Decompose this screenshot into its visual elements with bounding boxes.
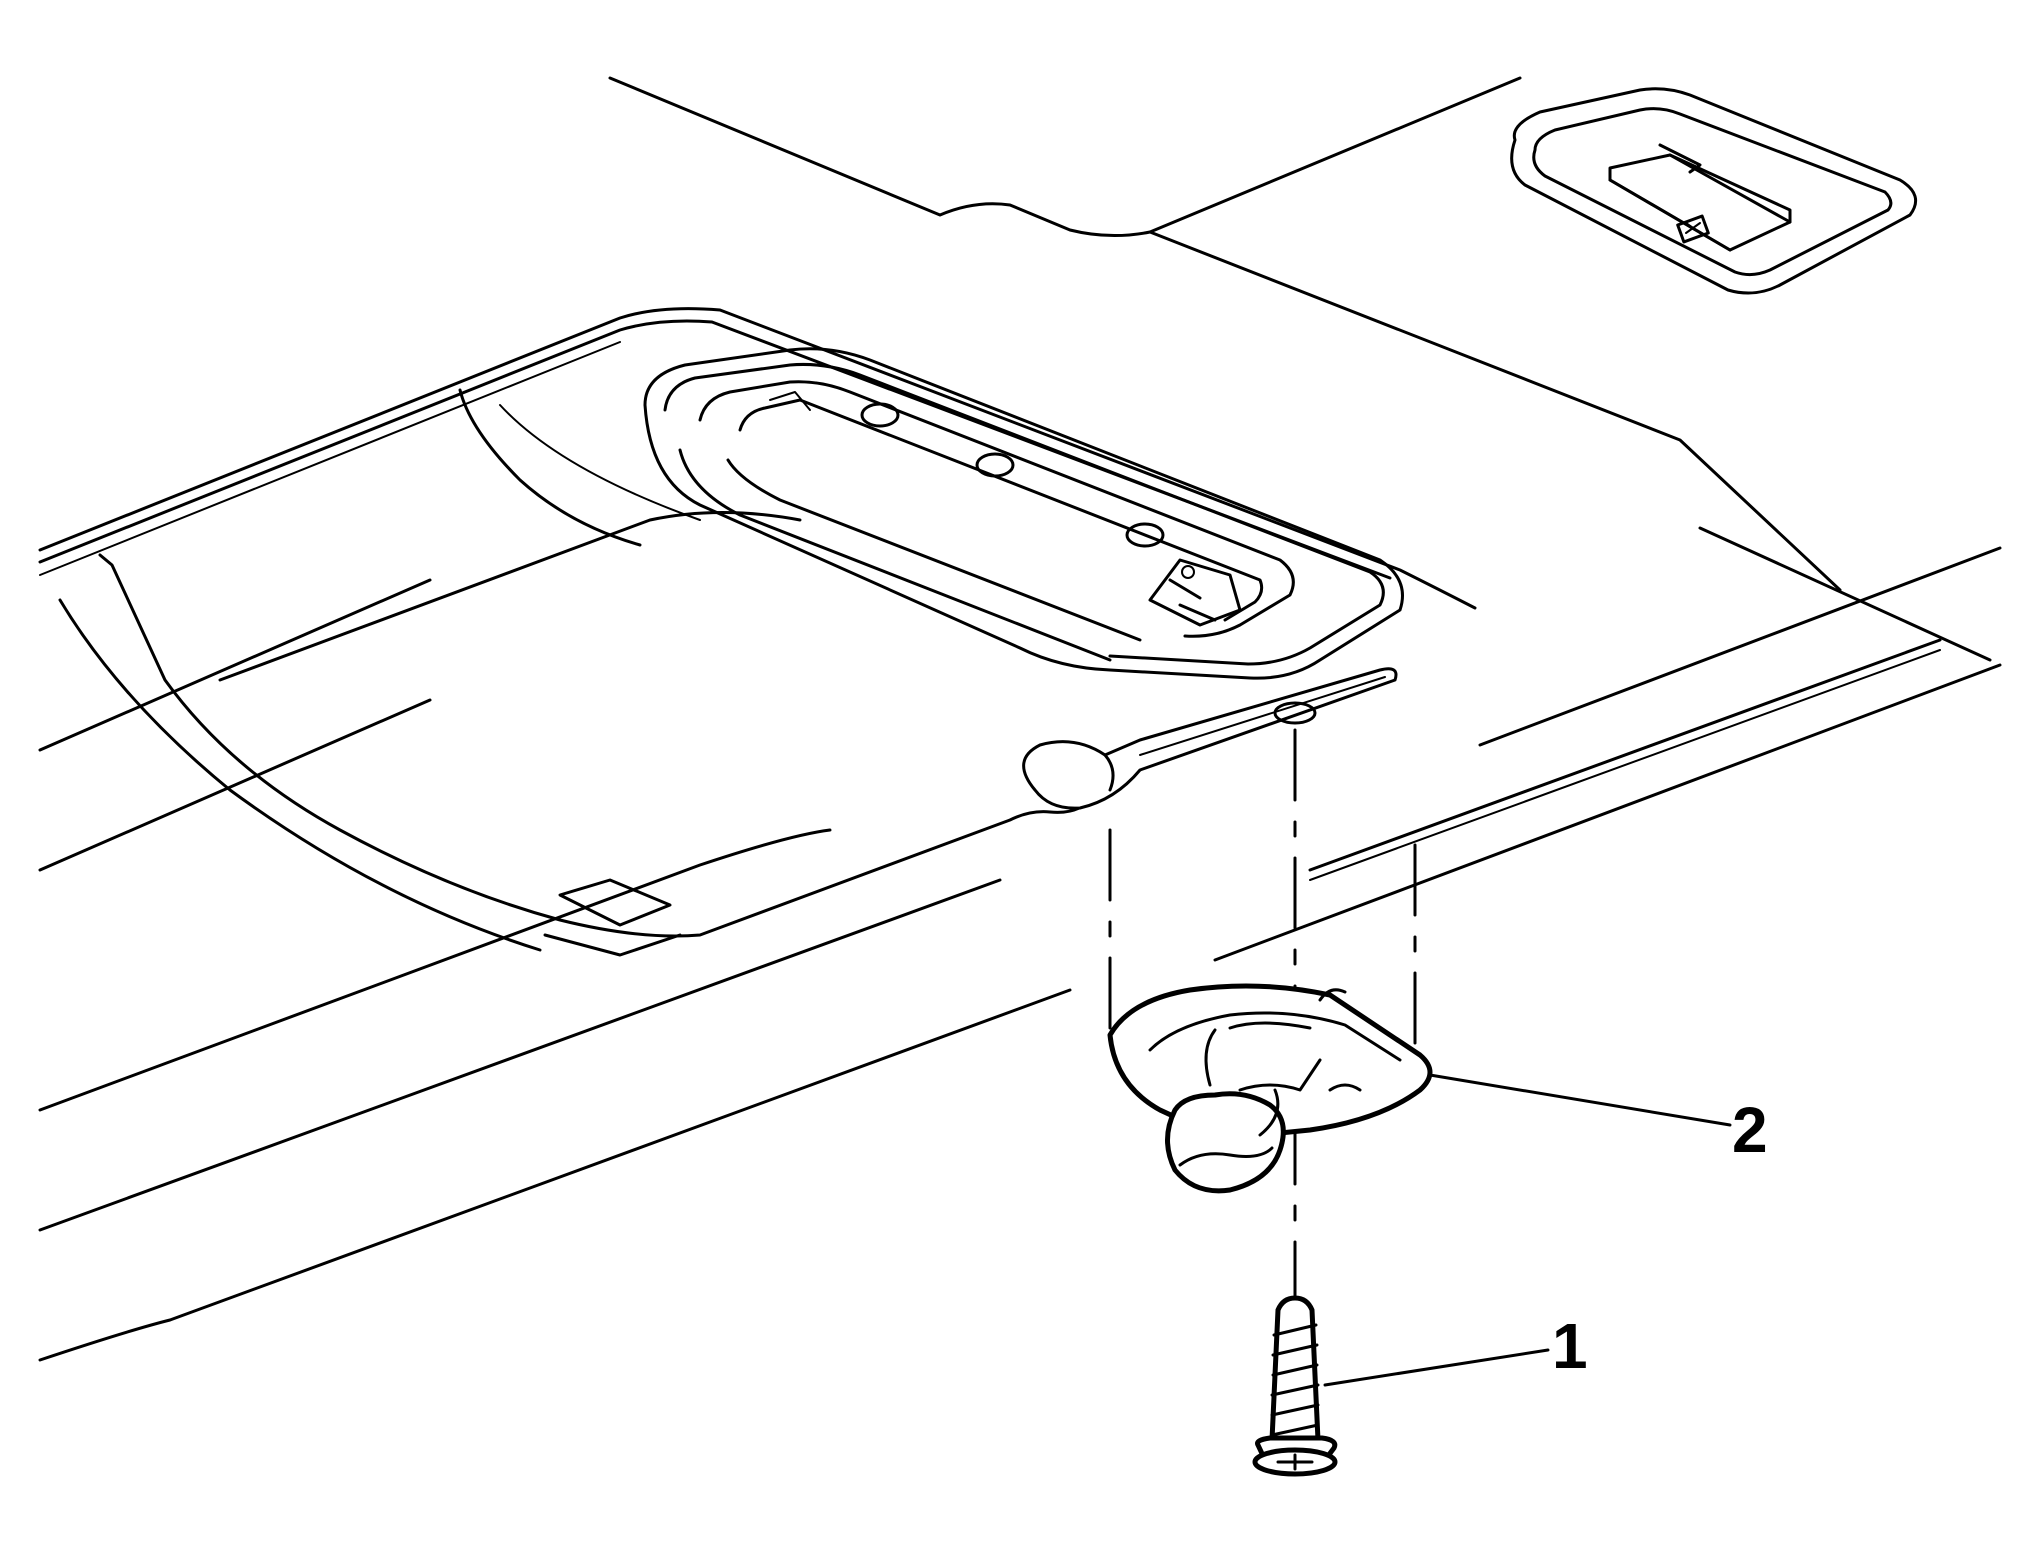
callout-2-label: 2 [1732, 1094, 1768, 1166]
roof-panel [608, 76, 1992, 662]
coat-hook-part [1107, 983, 1433, 1194]
console-opening [643, 347, 1404, 680]
screw-part [1252, 1295, 1338, 1477]
visor-rod [1022, 667, 1398, 810]
mounting-hole [1273, 701, 1317, 725]
overhead-console [38, 307, 2002, 1362]
dome-lamp [1510, 87, 1918, 295]
leader-lines [1323, 1073, 1732, 1387]
callout-1-label: 1 [1552, 1310, 1588, 1382]
